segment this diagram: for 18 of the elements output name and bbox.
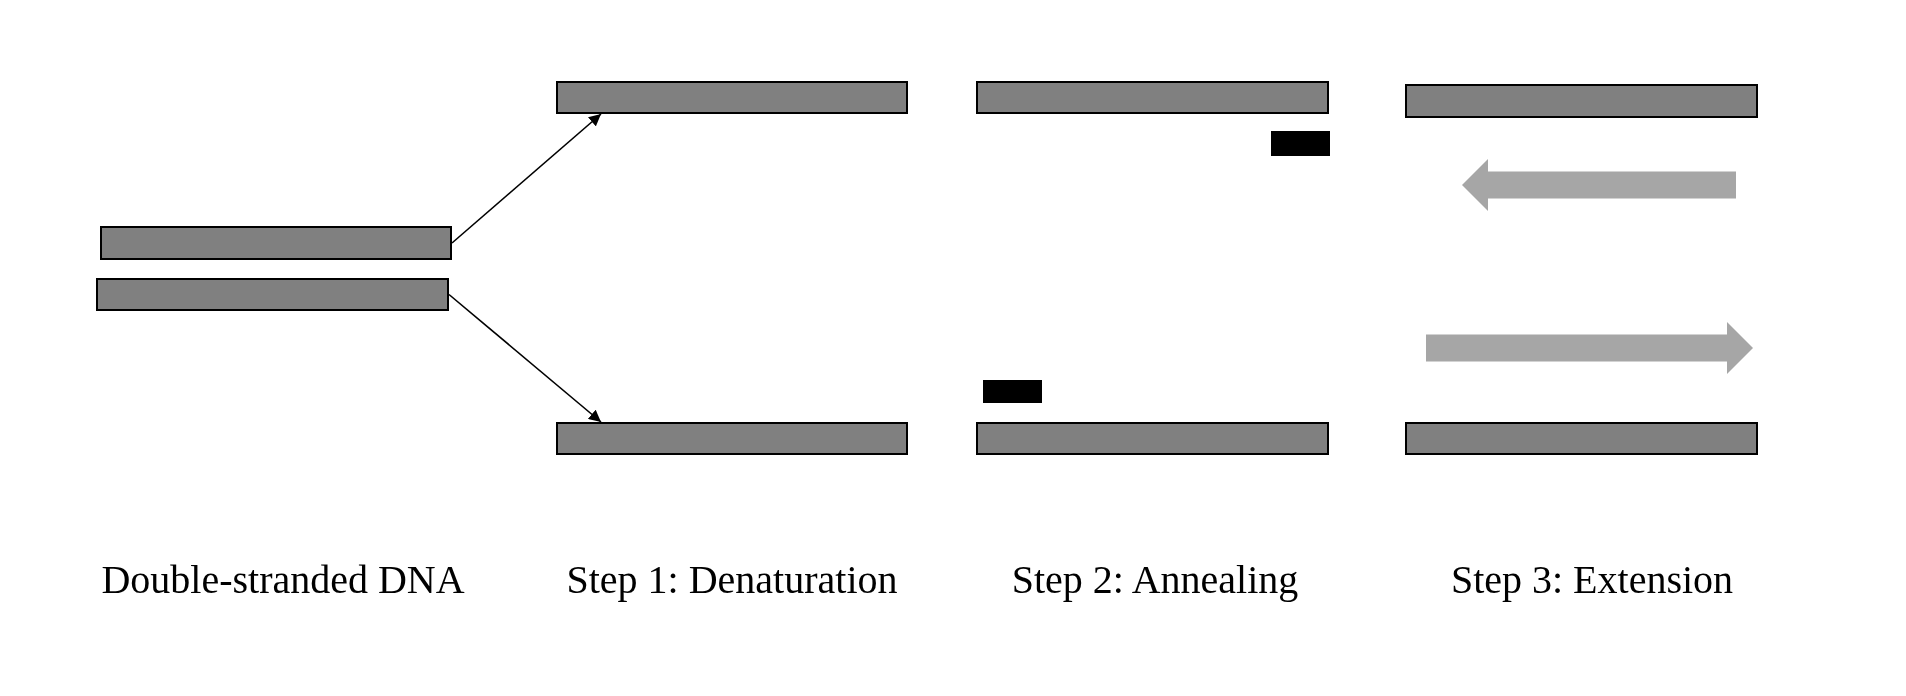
dna-strand-bar	[976, 81, 1329, 114]
dna-strand-bar	[100, 226, 452, 260]
primer-bar	[1271, 131, 1330, 156]
dna-strand-bar	[1405, 84, 1758, 118]
primer-bar	[983, 380, 1042, 403]
step-label: Step 3: Extension	[1449, 556, 1735, 604]
extension-arrow	[1462, 159, 1736, 211]
extension-arrow	[1426, 322, 1753, 374]
dna-strand-bar	[556, 81, 908, 114]
dna-strand-bar	[556, 422, 908, 455]
dna-strand-bar	[976, 422, 1329, 455]
step-label: Step 1: Denaturation	[565, 556, 899, 604]
arrow	[451, 113, 602, 244]
dna-strand-bar	[96, 278, 449, 311]
step-label: Step 2: Annealing	[1010, 556, 1300, 604]
step-label: Double-stranded DNA	[100, 556, 466, 604]
arrow	[448, 293, 602, 423]
dna-strand-bar	[1405, 422, 1758, 455]
